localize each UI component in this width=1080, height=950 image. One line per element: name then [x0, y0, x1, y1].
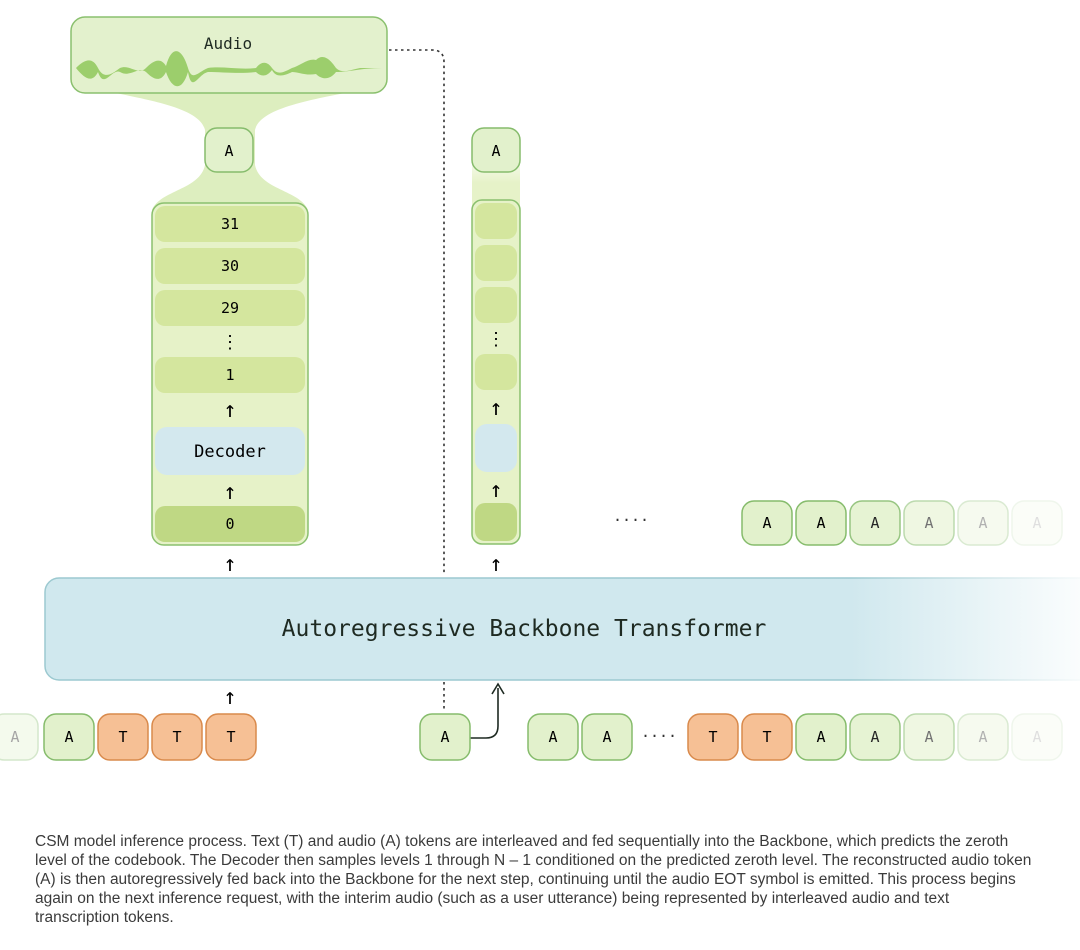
output-audio-token-label: A — [224, 142, 233, 160]
decoder-label: Decoder — [194, 442, 266, 462]
audio-token-label: A — [978, 514, 987, 532]
arrow-icon: ↑ — [223, 480, 236, 505]
audio-token-label: A — [548, 728, 557, 746]
audio-token-label: A — [762, 514, 771, 532]
level-1-label: 1 — [225, 366, 234, 384]
input-token-row-left: A A T T T — [0, 713, 257, 761]
input-token-row-right: A A ···· T T A A A A A — [527, 713, 1063, 761]
feedback-dotted-line — [389, 49, 445, 712]
audio-token — [0, 713, 39, 761]
audio-token — [957, 500, 1009, 546]
next-level-slot — [475, 203, 517, 239]
audio-token — [43, 713, 95, 761]
audio-token-label: A — [870, 728, 879, 746]
audio-token — [1011, 500, 1063, 546]
text-token-label: T — [226, 728, 235, 746]
backbone-transformer — [44, 577, 1080, 681]
audio-token-label: A — [978, 728, 987, 746]
next-level-slot — [475, 354, 517, 390]
level-31-label: 31 — [221, 215, 239, 233]
csm-inference-diagram: Audio 31 30 29 ⋮ 1 ↑ Decoder ↑ 0 A ↑ ⋮ ↑… — [0, 16, 1080, 761]
audio-token — [795, 713, 847, 761]
audio-token-label: A — [924, 514, 933, 532]
arrow-icon: ↑ — [489, 396, 502, 421]
audio-token — [1011, 713, 1063, 761]
arrow-icon: ↑ — [223, 552, 236, 577]
level-29-label: 29 — [221, 299, 239, 317]
audio-token-label: A — [602, 728, 611, 746]
arrow-icon: ↑ — [489, 478, 502, 503]
sequence-ellipsis: ···· — [613, 511, 649, 529]
level-30 — [155, 248, 305, 284]
level-1 — [155, 357, 305, 393]
text-token — [205, 713, 257, 761]
audio-token-label: A — [870, 514, 879, 532]
fedback-audio-token — [419, 713, 471, 761]
backbone-label: Autoregressive Backbone Transformer — [282, 616, 767, 642]
next-level-vdots: ⋮ — [487, 329, 505, 350]
text-token-label: T — [172, 728, 181, 746]
output-audio-token — [204, 127, 254, 173]
level-0 — [155, 506, 305, 542]
feedback-arrow — [470, 688, 499, 739]
audio-token — [903, 500, 955, 546]
audio-token-label: A — [1032, 514, 1041, 532]
next-decoder-slot — [475, 424, 517, 472]
audio-token — [741, 500, 793, 546]
arrow-icon: ↑ — [223, 398, 236, 423]
audio-token — [581, 713, 633, 761]
audio-token — [957, 713, 1009, 761]
audio-token — [849, 500, 901, 546]
level-30-label: 30 — [221, 257, 239, 275]
level-vdots: ⋮ — [221, 332, 239, 353]
decoder-block — [155, 427, 305, 475]
audio-token — [795, 500, 847, 546]
audio-token — [849, 713, 901, 761]
text-token-label: T — [708, 728, 717, 746]
level-0-label: 0 — [225, 515, 234, 533]
level-29 — [155, 290, 305, 326]
generated-audio-tokens: A A A A A A — [741, 500, 1063, 546]
text-token-label: T — [762, 728, 771, 746]
audio-token-label: A — [64, 728, 73, 746]
text-token — [741, 713, 793, 761]
audio-box — [70, 16, 388, 94]
feedback-arrow-head — [491, 682, 505, 695]
text-token — [687, 713, 739, 761]
text-token — [151, 713, 203, 761]
fedback-audio-token-label: A — [440, 728, 449, 746]
audio-token-label: A — [10, 728, 19, 746]
text-token-label: T — [118, 728, 127, 746]
next-output-audio-token — [471, 127, 521, 173]
figure-caption: CSM model inference process. Text (T) an… — [35, 833, 1032, 926]
next-level-zero-slot — [475, 503, 517, 541]
next-output-audio-token-label: A — [491, 142, 500, 160]
audio-token — [527, 713, 579, 761]
audio-waveform — [76, 51, 384, 87]
arrow-icon: ↑ — [489, 552, 502, 577]
sequence-ellipsis: ···· — [641, 727, 677, 745]
audio-token — [903, 713, 955, 761]
next-level-slot — [475, 245, 517, 281]
audio-token-label: A — [1032, 728, 1041, 746]
audio-label: Audio — [204, 34, 252, 53]
text-token — [97, 713, 149, 761]
audio-token-label: A — [924, 728, 933, 746]
level-31 — [155, 206, 305, 242]
arrow-icon: ↑ — [223, 685, 236, 710]
next-level-slot — [475, 287, 517, 323]
audio-token-label: A — [816, 728, 825, 746]
audio-token-label: A — [816, 514, 825, 532]
